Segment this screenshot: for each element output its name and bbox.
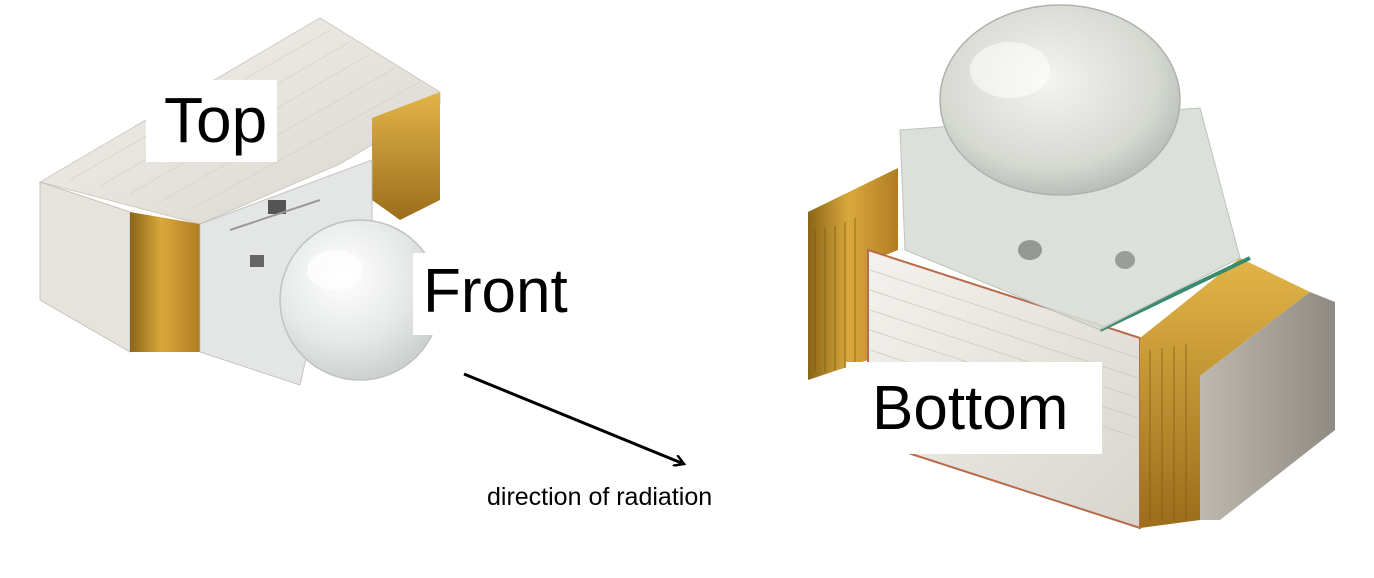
led-left-contact — [130, 212, 200, 352]
led-left-end-face — [39, 181, 131, 353]
right-contact-stripes — [1149, 344, 1187, 520]
label-bottom: Bottom — [846, 362, 1103, 454]
led-bottom-dome-lens — [939, 4, 1181, 196]
led-top-front-view — [38, 17, 441, 386]
radiation-direction-arrow — [463, 372, 684, 464]
label-front: Front — [413, 253, 582, 335]
label-direction-of-radiation: direction of radiation — [487, 483, 713, 511]
led-chip — [268, 200, 286, 214]
led-bottom-right-contact — [1140, 258, 1310, 528]
led-bottom-chip-shadow — [1018, 240, 1042, 260]
led-dome-highlight — [307, 250, 363, 290]
bond-wire — [229, 199, 321, 231]
led-bottom-chip-shadow-2 — [1115, 251, 1135, 269]
label-top: Top — [146, 80, 278, 162]
led-bottom-end-face — [1200, 292, 1335, 520]
led-bottom-dome-highlight — [970, 42, 1050, 98]
led-bottom-left-contact — [808, 168, 898, 380]
led-right-contact — [372, 92, 440, 220]
led-seam — [1099, 256, 1251, 332]
led-chip-2 — [250, 255, 264, 267]
led-bottom-view — [808, 4, 1335, 530]
left-contact-stripes — [814, 218, 856, 372]
